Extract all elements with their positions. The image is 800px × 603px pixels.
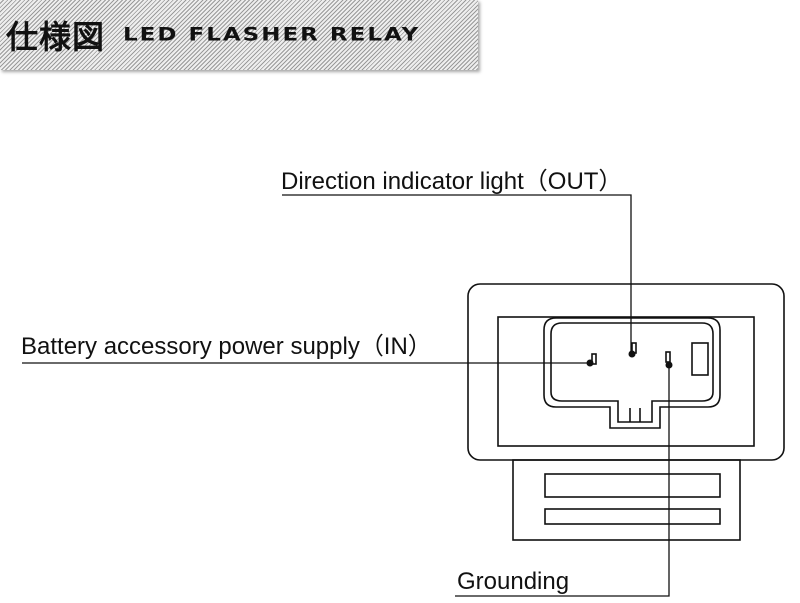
ground-leader-line <box>455 367 670 597</box>
connector-socket <box>543 317 721 429</box>
title-english: LED FLASHER RELAY <box>123 24 421 46</box>
title-banner-content: 仕様図 LED FLASHER RELAY <box>6 12 420 58</box>
relay-base-block <box>512 459 741 541</box>
title-japanese: 仕様図 <box>6 18 106 56</box>
base-slot-lower <box>544 508 721 525</box>
in-label: Battery accessory power supply（IN） <box>21 333 432 360</box>
out-label: Direction indicator light（OUT） <box>281 168 622 195</box>
relay-housing <box>467 283 785 461</box>
out-leader-line <box>282 194 632 352</box>
base-slot-upper <box>544 473 721 498</box>
title-banner: 仕様図 LED FLASHER RELAY <box>0 0 478 70</box>
connector-socket-inner <box>550 322 714 423</box>
ground-label: Grounding <box>457 568 569 595</box>
terminal-pin-ground <box>665 351 671 363</box>
ground-terminal-dot <box>665 361 673 369</box>
terminal-pin-in <box>591 353 597 365</box>
relay-face <box>497 316 755 447</box>
out-terminal-dot <box>628 350 636 358</box>
connector-key-notch <box>691 342 709 376</box>
